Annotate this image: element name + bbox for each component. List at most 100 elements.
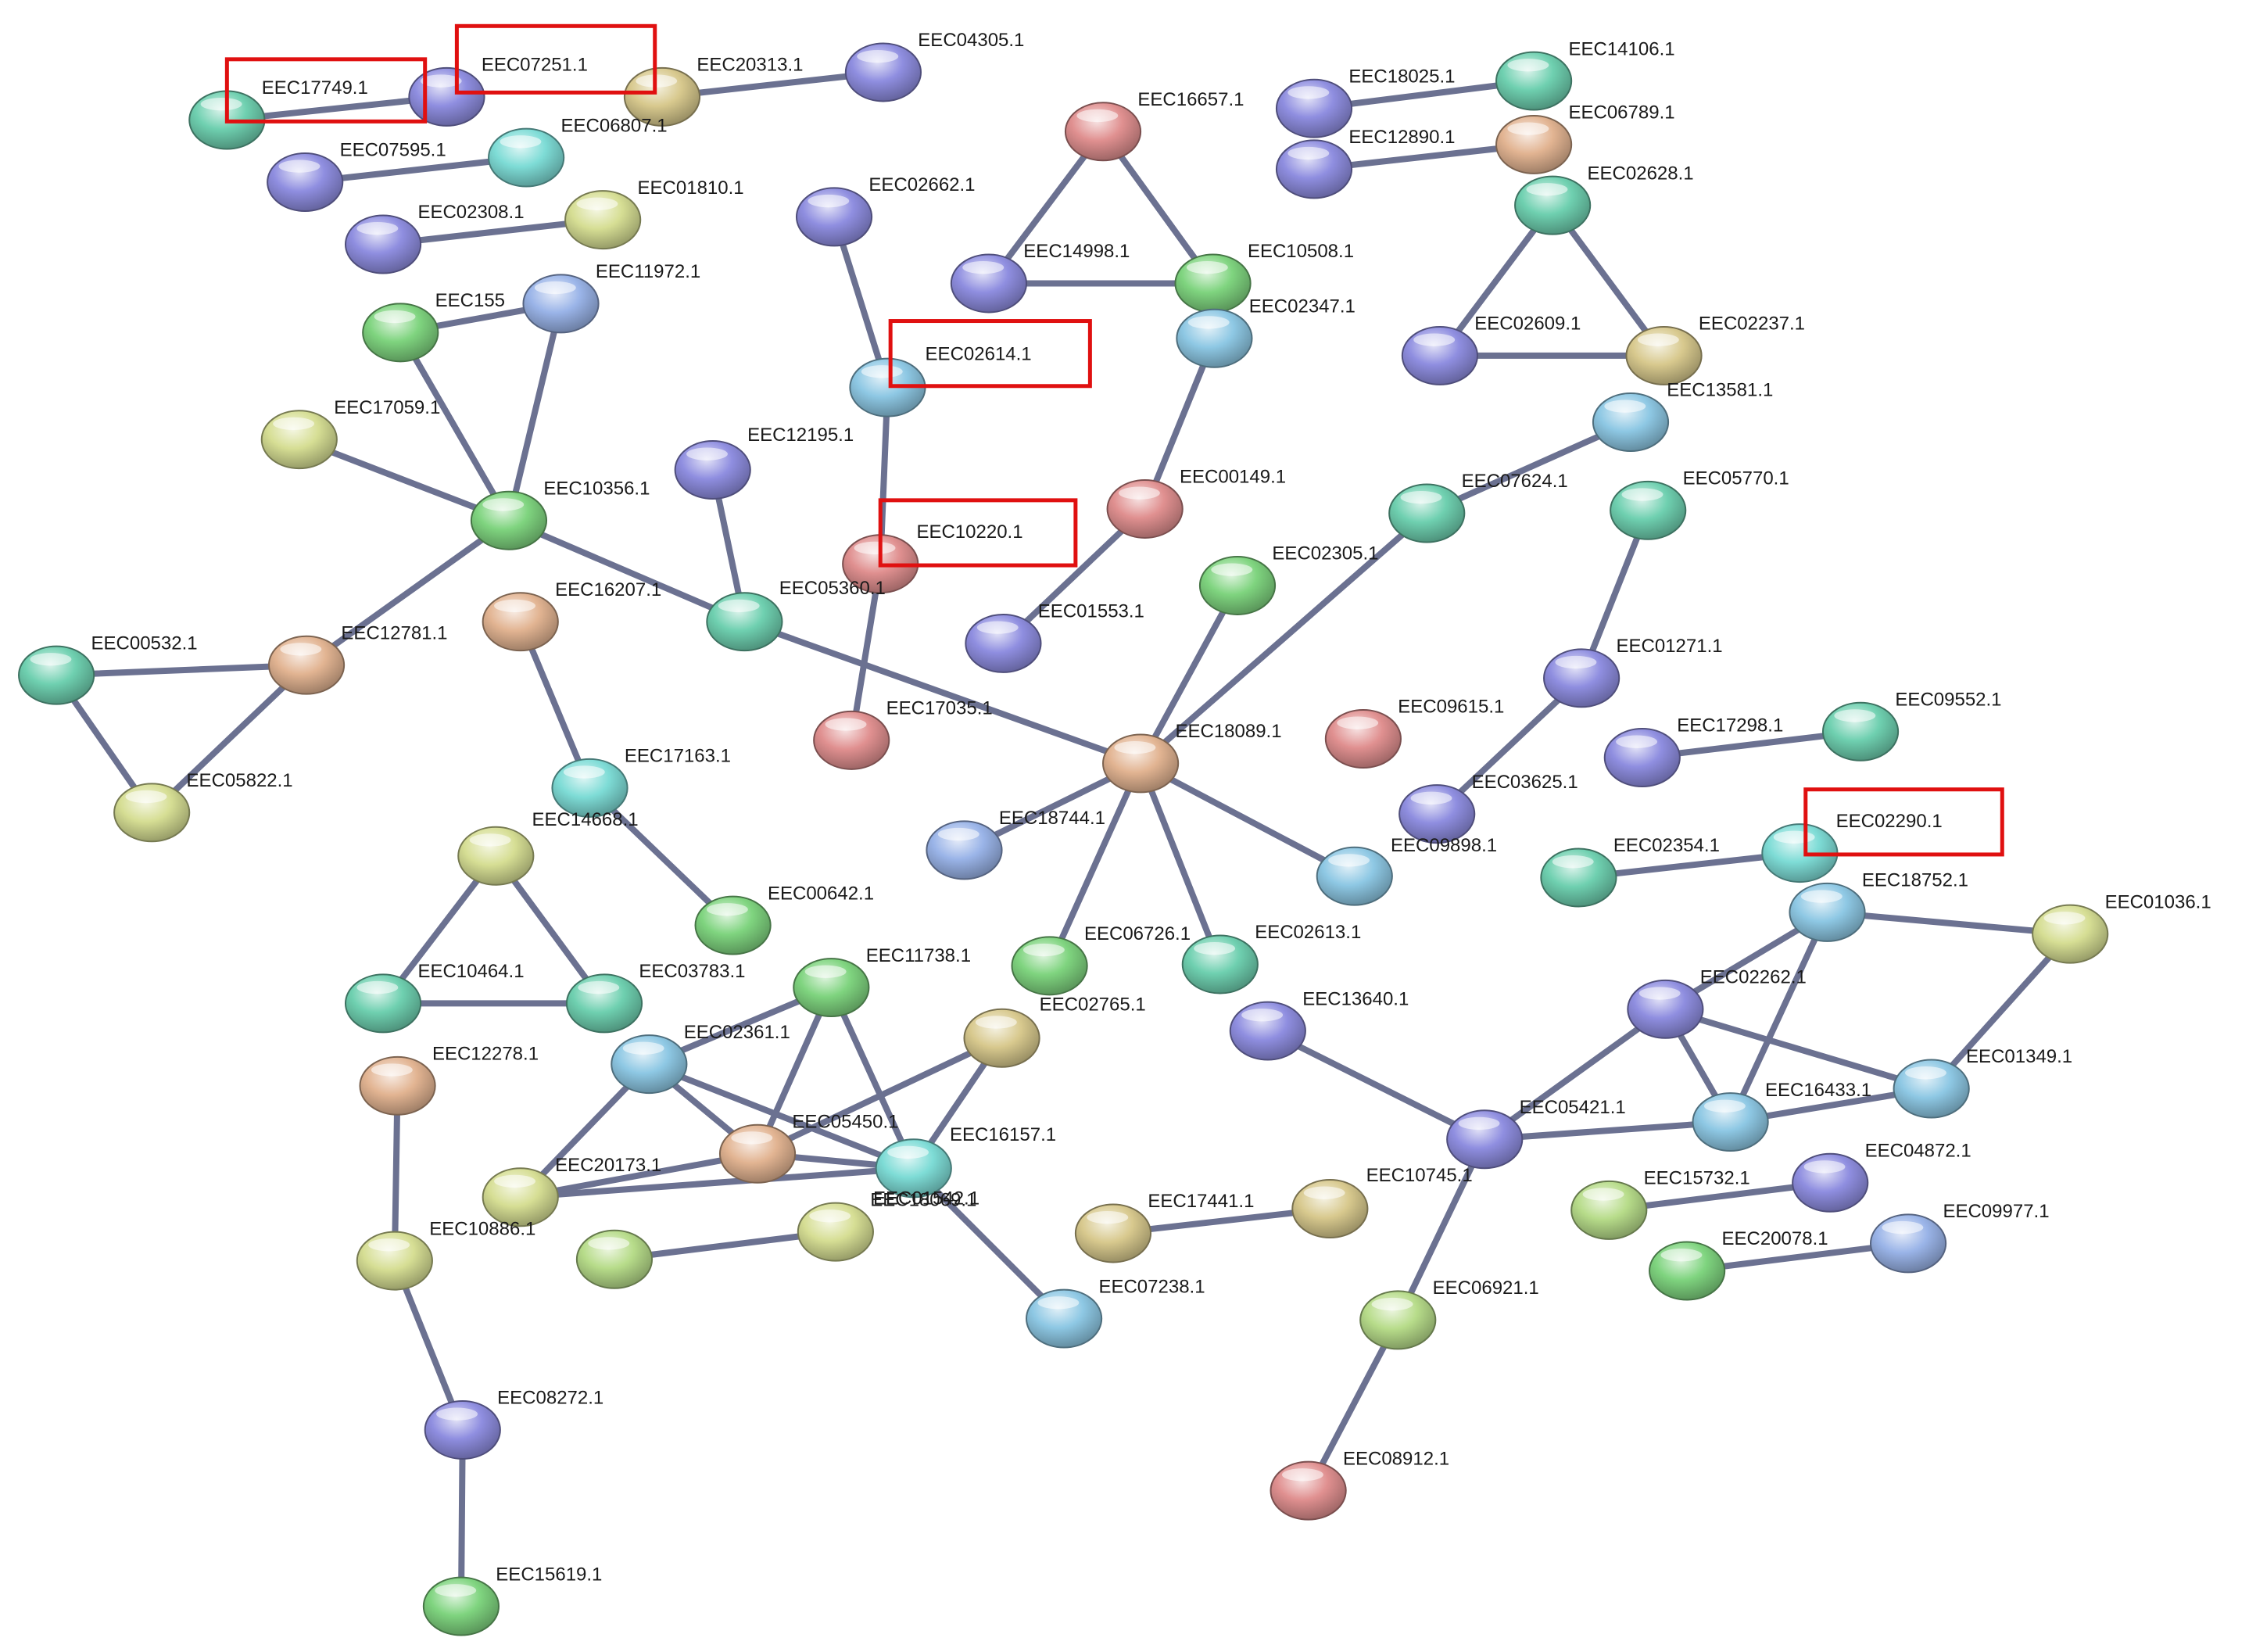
node-EEC09552.1[interactable] xyxy=(1821,701,1900,761)
node-EEC13581.1[interactable] xyxy=(1592,392,1670,452)
node-label-EEC01036.1: EEC01036.1 xyxy=(2105,891,2211,912)
node-EEC16657.1[interactable] xyxy=(1064,102,1142,162)
node-EEC01810.1[interactable] xyxy=(564,190,642,250)
node-EEC09898.1[interactable] xyxy=(1316,846,1393,906)
node-EEC12278.1[interactable] xyxy=(359,1055,436,1116)
node-label-EEC17749.1: EEC17749.1 xyxy=(262,77,368,99)
node-label-EEC05360.1: EEC05360.1 xyxy=(779,578,886,599)
node-EEC07624.1[interactable] xyxy=(1388,483,1466,543)
node-EEC18069.2[interactable] xyxy=(575,1229,654,1289)
node-EEC04305.1[interactable] xyxy=(844,42,922,102)
node-label-EEC01553.1: EEC01553.1 xyxy=(1038,601,1144,622)
node-EEC08272.1[interactable] xyxy=(424,1399,501,1460)
node-EEC20173.1[interactable] xyxy=(482,1167,559,1227)
node-EEC09977.1[interactable] xyxy=(1869,1213,1947,1274)
node-EEC02361.1[interactable] xyxy=(611,1034,688,1095)
highlight-box-EEC07251.1 xyxy=(454,23,657,95)
node-label-EEC02308.1: EEC02308.1 xyxy=(417,202,524,223)
node-EEC17059.1[interactable] xyxy=(260,410,338,470)
node-EEC01349.1[interactable] xyxy=(1893,1059,1970,1119)
edge-EEC17059.1-EEC10356.1 xyxy=(295,436,512,524)
node-EEC12781.1[interactable] xyxy=(267,635,346,695)
node-EEC20078.1[interactable] xyxy=(1649,1241,1726,1301)
node-EEC02308.1[interactable] xyxy=(344,214,422,274)
node-EEC15591.1[interactable] xyxy=(362,303,439,363)
node-EEC13640.1[interactable] xyxy=(1229,1001,1306,1061)
node-EEC11738.1[interactable] xyxy=(793,958,870,1018)
node-label-EEC15732.1: EEC15732.1 xyxy=(1644,1168,1750,1189)
node-EEC01542.1[interactable] xyxy=(875,1138,952,1199)
node-EEC12890.1[interactable] xyxy=(1275,139,1353,199)
node-EEC03783.1[interactable] xyxy=(565,973,643,1034)
edge-EEC12781.1-EEC05822.1 xyxy=(149,661,310,816)
node-EEC00642.1[interactable] xyxy=(694,895,772,955)
node-label-EEC07624.1: EEC07624.1 xyxy=(1462,471,1568,492)
node-EEC02262.1[interactable] xyxy=(1627,979,1704,1039)
node-EEC18025.1[interactable] xyxy=(1275,78,1353,138)
node-EEC02662.1[interactable] xyxy=(795,187,873,247)
node-EEC18752.1[interactable] xyxy=(1789,882,1866,942)
node-EEC05450.1[interactable] xyxy=(718,1123,797,1184)
node-EEC02305.1[interactable] xyxy=(1198,555,1277,615)
node-EEC17035.1[interactable] xyxy=(813,710,890,770)
node-EEC03625.1[interactable] xyxy=(1398,784,1476,844)
edge-EEC18752.1-EEC16433.1 xyxy=(1727,908,1831,1126)
node-label-EEC09977.1: EEC09977.1 xyxy=(1943,1201,2049,1222)
node-EEC17298.1[interactable] xyxy=(1603,728,1681,788)
node-label-EEC02305.1: EEC02305.1 xyxy=(1272,543,1378,564)
node-label-EEC09898.1: EEC09898.1 xyxy=(1391,835,1497,856)
node-label-EEC02237.1: EEC02237.1 xyxy=(1699,314,1805,335)
node-EEC17441.1[interactable] xyxy=(1074,1203,1152,1263)
node-EEC00532.1[interactable] xyxy=(18,645,95,705)
node-EEC07595.1[interactable] xyxy=(267,152,344,212)
node-label-EEC04872.1: EEC04872.1 xyxy=(1865,1140,1971,1161)
node-EEC18089.1[interactable] xyxy=(1102,733,1180,794)
node-EEC06726.1[interactable] xyxy=(1011,936,1088,996)
node-EEC01553.1[interactable] xyxy=(965,613,1042,673)
node-EEC12195.1[interactable] xyxy=(674,440,751,500)
node-EEC11972.1[interactable] xyxy=(522,274,600,334)
node-EEC14998.1[interactable] xyxy=(950,253,1028,314)
node-EEC16433.1[interactable] xyxy=(1692,1092,1769,1152)
node-EEC05421.1[interactable] xyxy=(1446,1109,1524,1170)
edge-EEC11972.1-EEC10356.1 xyxy=(505,300,564,524)
node-label-EEC06726.1: EEC06726.1 xyxy=(1084,923,1191,944)
node-EEC08912.1[interactable] xyxy=(1270,1460,1347,1521)
node-EEC16157.1[interactable] xyxy=(963,1008,1040,1068)
node-label-EEC06789.1: EEC06789.1 xyxy=(1568,102,1674,124)
node-EEC06789.1[interactable] xyxy=(1495,114,1573,174)
node-EEC17441.2[interactable] xyxy=(1291,1179,1369,1239)
node-EEC15619.1[interactable] xyxy=(422,1576,500,1636)
node-EEC01271.1[interactable] xyxy=(1543,648,1620,708)
node-EEC10508.1[interactable] xyxy=(1174,253,1252,314)
node-EEC05822.1[interactable] xyxy=(113,783,191,843)
edge-EEC18089.1-EEC06726.1 xyxy=(1046,760,1144,969)
node-EEC18744.1[interactable] xyxy=(926,820,1003,880)
node-EEC15732.1[interactable] xyxy=(1570,1180,1648,1240)
node-EEC02354.1[interactable] xyxy=(1540,848,1617,908)
node-EEC09615.1[interactable] xyxy=(1324,709,1402,769)
node-EEC02237.1[interactable] xyxy=(1625,325,1703,385)
node-EEC14106.1[interactable] xyxy=(1495,51,1573,111)
node-EEC07251.1[interactable] xyxy=(408,66,485,127)
node-EEC04872.1[interactable] xyxy=(1792,1152,1869,1213)
node-EEC10464.1[interactable] xyxy=(344,973,422,1034)
node-EEC05360.1[interactable] xyxy=(706,592,783,652)
node-EEC10886.1[interactable] xyxy=(356,1231,433,1291)
node-EEC14668.1[interactable] xyxy=(457,826,535,886)
node-EEC07238.1[interactable] xyxy=(1026,1288,1103,1349)
node-EEC00149.1[interactable] xyxy=(1106,478,1184,539)
node-EEC02609.1[interactable] xyxy=(1401,325,1478,385)
node-EEC10356.1[interactable] xyxy=(470,490,548,550)
node-EEC02347.1[interactable] xyxy=(1176,308,1253,368)
node-EEC06807.1[interactable] xyxy=(488,127,565,188)
node-EEC17163.1[interactable] xyxy=(551,758,629,818)
node-EEC05770.1[interactable] xyxy=(1610,480,1687,540)
node-EEC02613.1[interactable] xyxy=(1181,934,1259,994)
node-EEC18069.1[interactable] xyxy=(797,1202,874,1262)
node-EEC16207.1[interactable] xyxy=(482,592,559,652)
node-EEC01036.1[interactable] xyxy=(2032,904,2109,964)
node-EEC02628.1[interactable] xyxy=(1514,175,1592,235)
node-EEC06921.1[interactable] xyxy=(1359,1290,1437,1350)
node-label-EEC15619.1: EEC15619.1 xyxy=(496,1564,602,1585)
